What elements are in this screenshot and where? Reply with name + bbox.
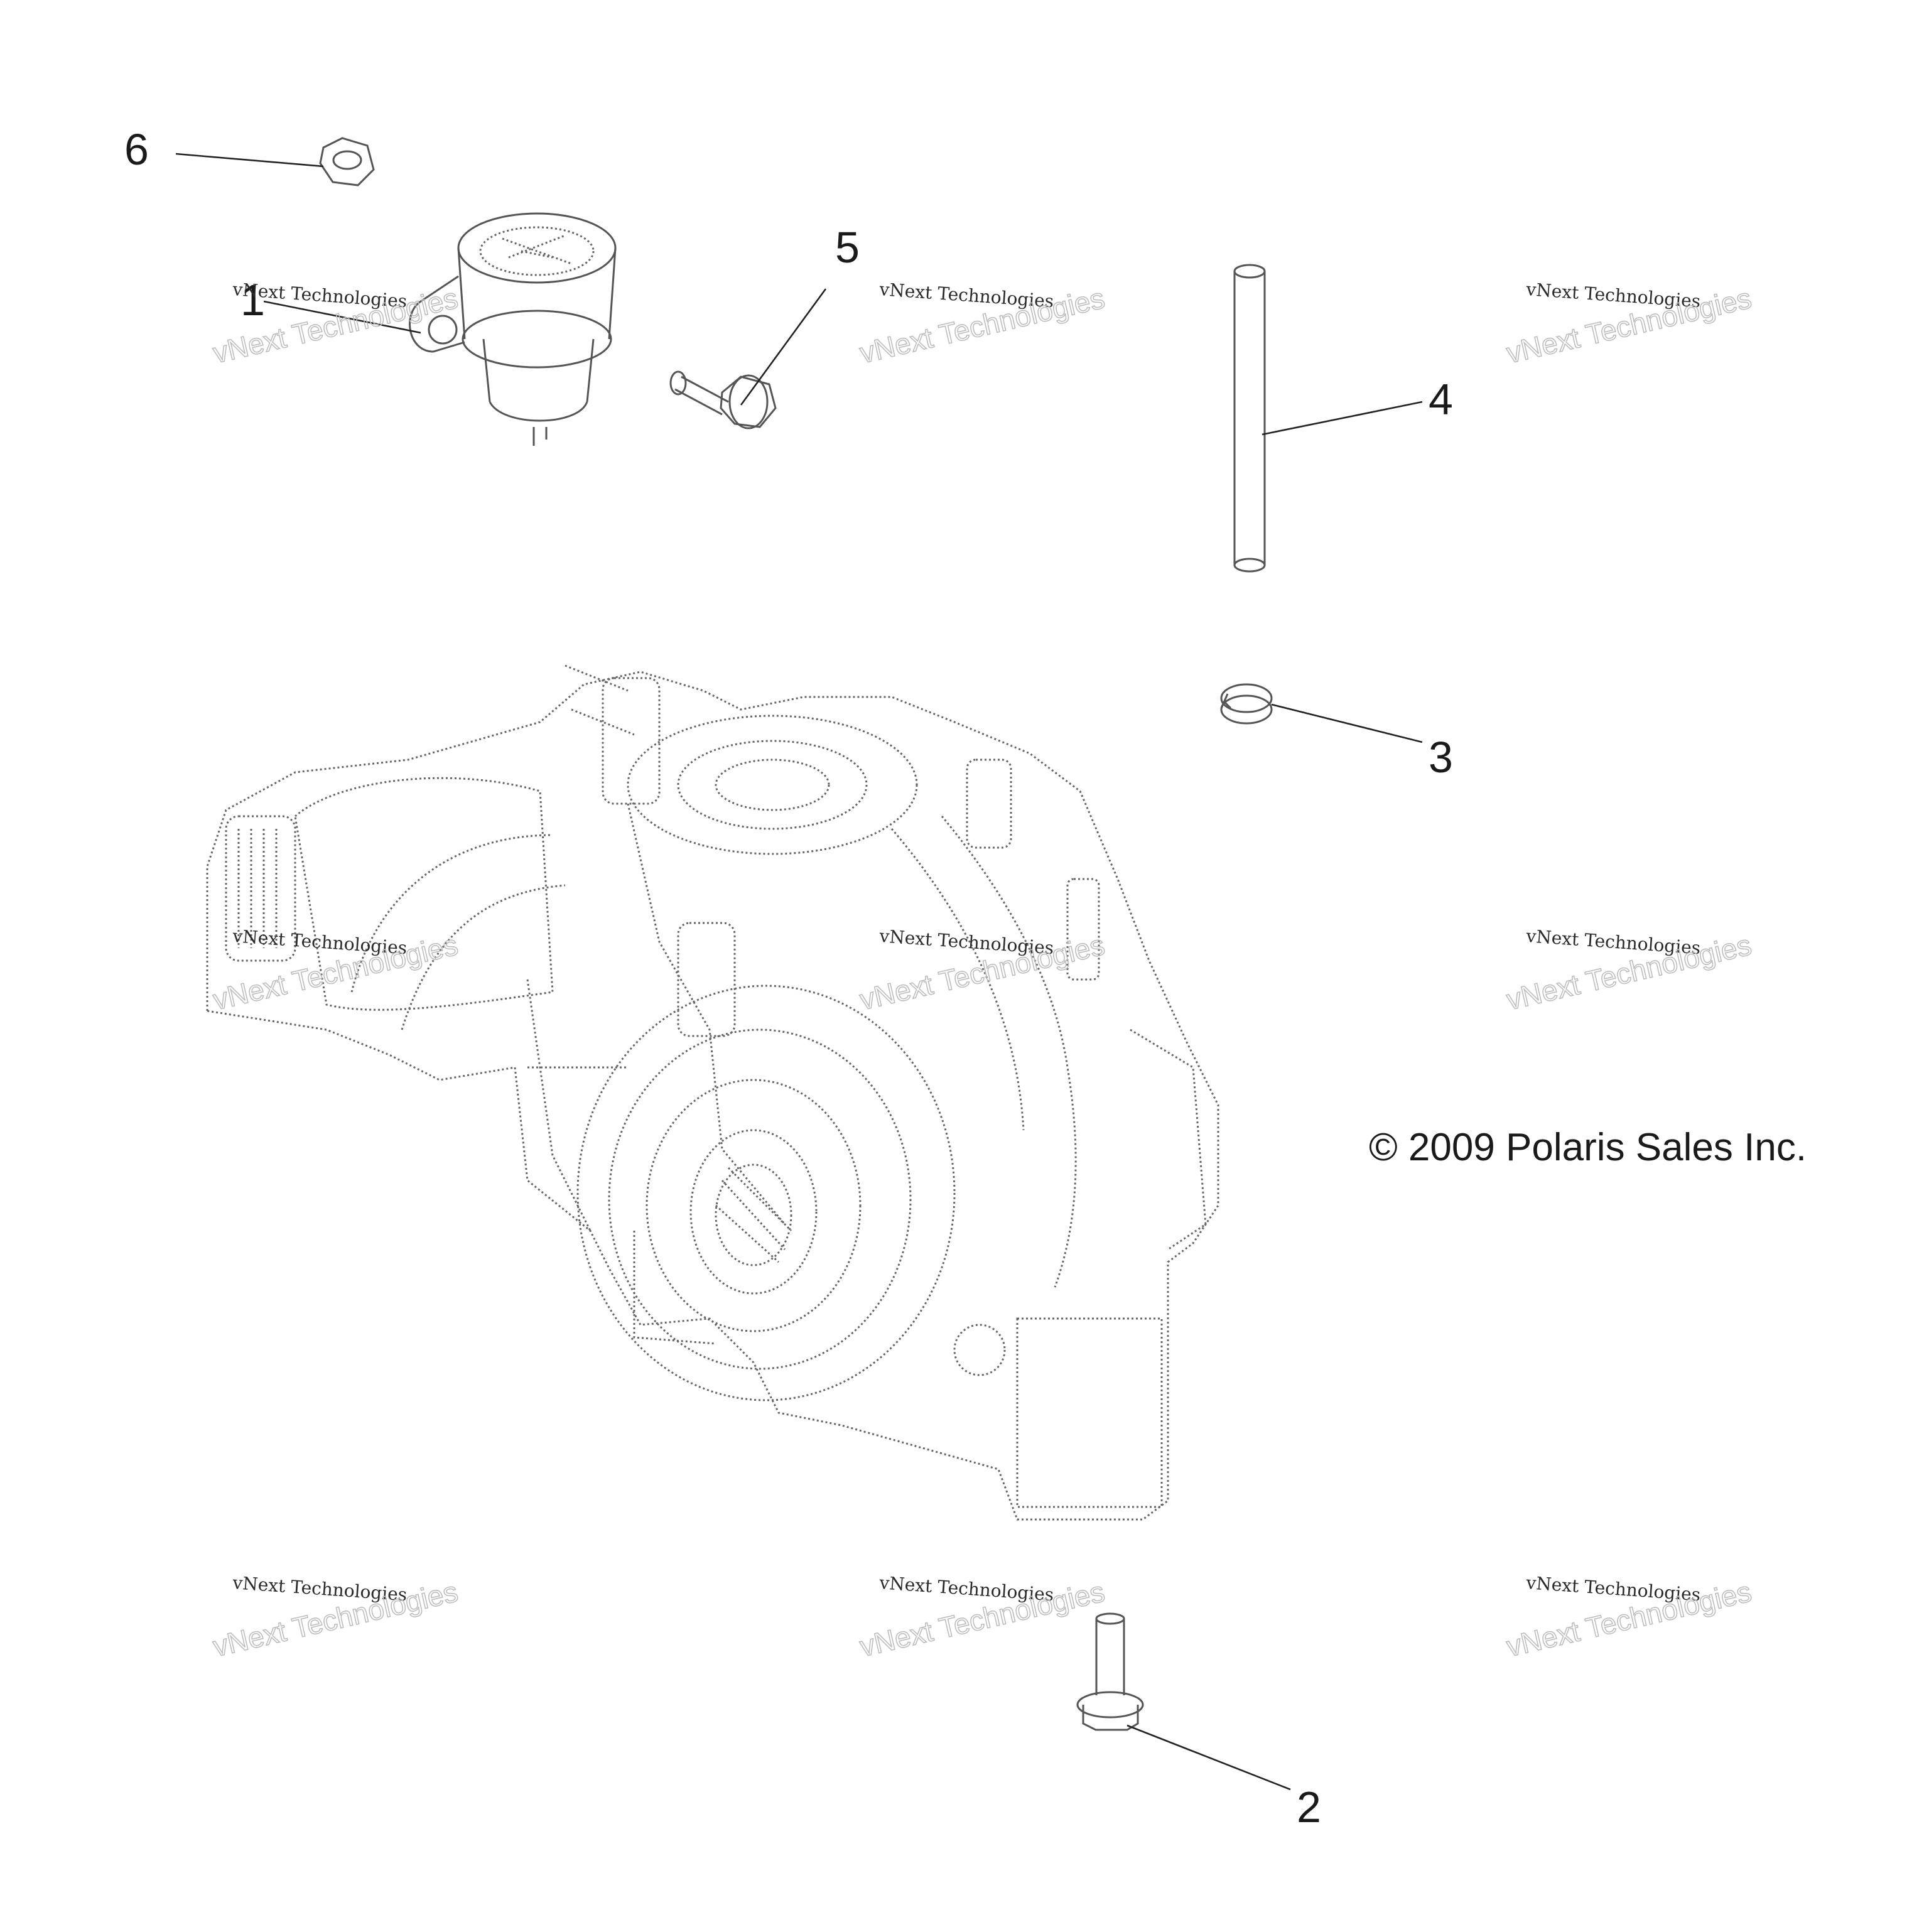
leader-4 <box>1262 401 1423 436</box>
watermark: vNext Technologies vNext Technologies <box>856 279 1108 370</box>
leader-3 <box>1271 703 1423 743</box>
watermarks: vNext Technologies vNext Technologies vN… <box>210 279 1755 1663</box>
callout-1: 1 <box>240 276 265 325</box>
leader-lines <box>175 153 1423 1791</box>
callout-3: 3 <box>1429 733 1453 782</box>
leader-6 <box>175 153 324 168</box>
watermark: vNext Technologies vNext Technologies <box>856 1572 1108 1663</box>
watermark: vNext Technologies vNext Technologies <box>1503 1572 1755 1663</box>
tube-part <box>1233 264 1266 573</box>
flange-bolt-part <box>669 370 777 429</box>
callout-4: 4 <box>1429 375 1453 424</box>
callout-6: 6 <box>124 125 149 174</box>
callout-2: 2 <box>1297 1783 1321 1832</box>
hose-clamp-part <box>1220 683 1273 725</box>
leader-5 <box>740 288 827 406</box>
watermark: vNext Technologies vNext Technologies <box>1503 926 1755 1017</box>
callout-labels: 6 1 5 4 3 2 <box>124 125 1453 1832</box>
watermark: vNext Technologies vNext Technologies <box>210 1572 462 1663</box>
bottom-bolt-part <box>1076 1612 1144 1731</box>
watermark: vNext Technologies vNext Technologies <box>1503 279 1755 370</box>
leader-2 <box>1127 1724 1291 1791</box>
engine-housing <box>206 664 1219 1521</box>
watermark: vNext Technologies vNext Technologies <box>210 926 462 1017</box>
hex-nut-part <box>319 137 375 186</box>
leader-1 <box>263 300 421 334</box>
watermark: vNext Technologies vNext Technologies <box>856 926 1108 1017</box>
reservoir-part <box>409 212 617 446</box>
copyright-text: © 2009 Polaris Sales Inc. <box>1369 1126 1807 1169</box>
callout-5: 5 <box>835 223 860 272</box>
